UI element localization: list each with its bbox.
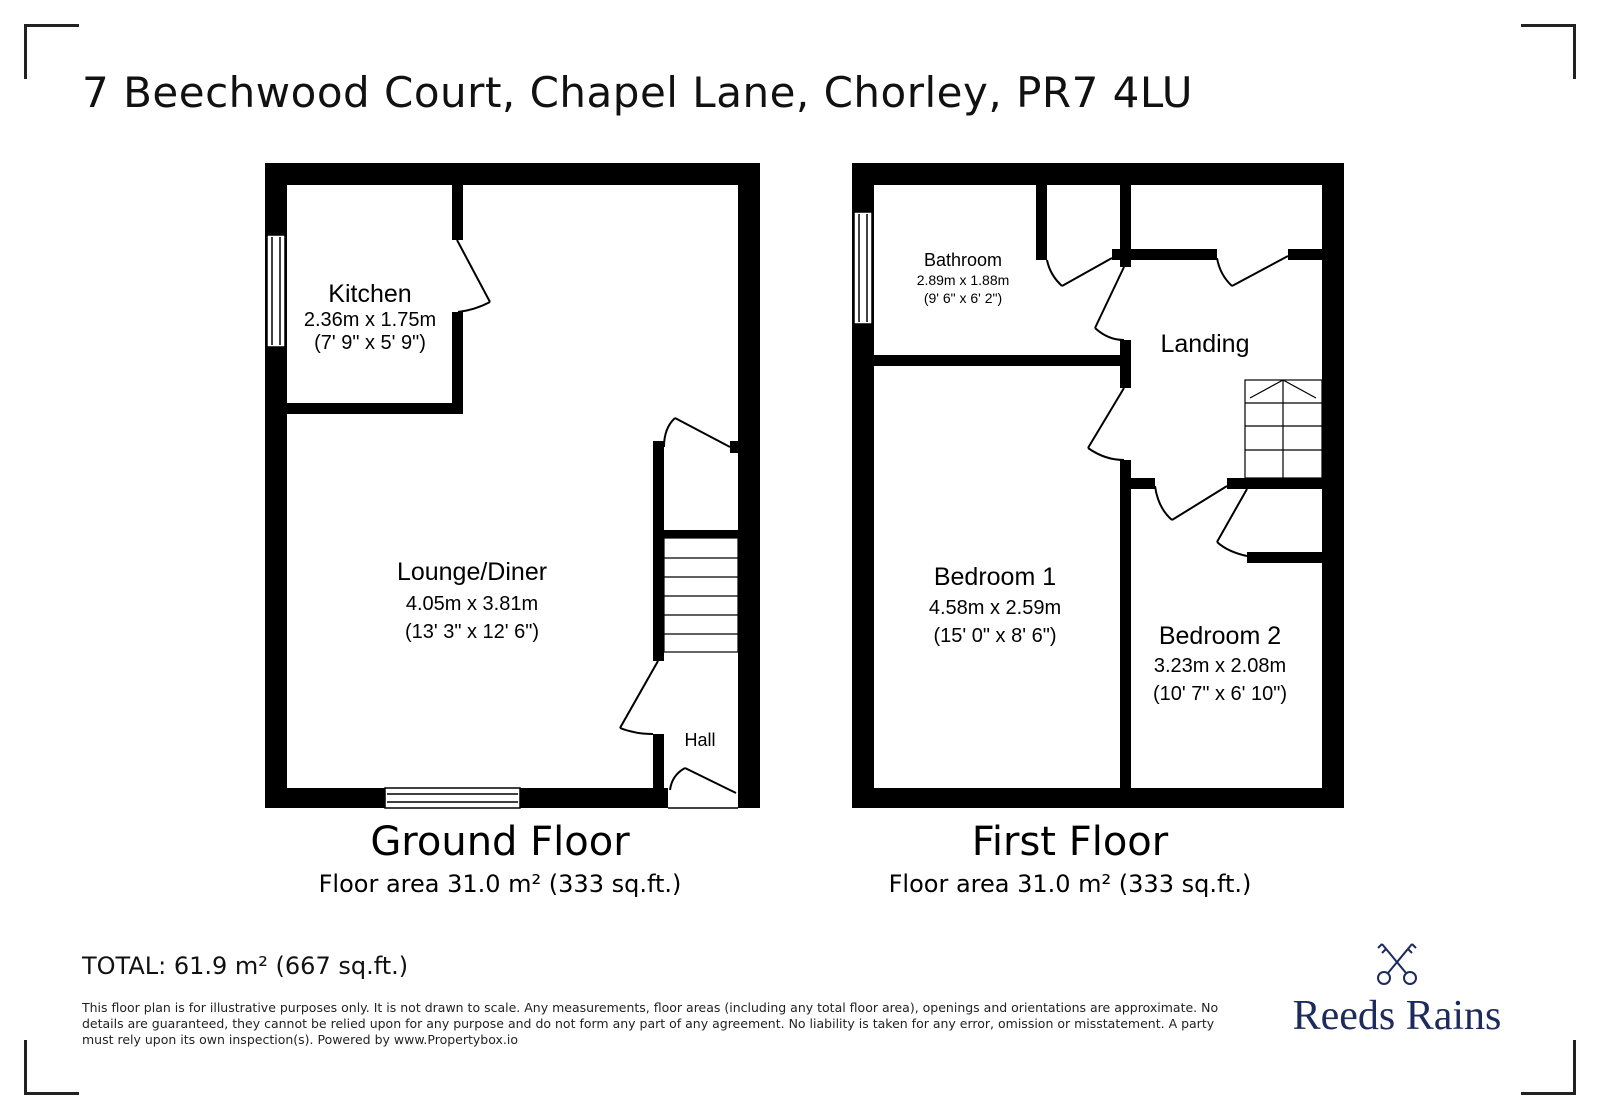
wall — [1227, 478, 1322, 489]
first-floor-fixtures — [853, 211, 873, 325]
door-swing — [1216, 541, 1248, 557]
crossed-keys-icon — [1377, 943, 1417, 985]
wall — [653, 734, 664, 788]
door-swing — [1094, 327, 1125, 341]
wall — [265, 163, 760, 185]
corner-mark-bottom-left — [24, 1040, 79, 1095]
corner-mark-bottom-right — [1521, 1040, 1576, 1095]
wall — [1288, 249, 1322, 260]
room-imperial-lounge: (13' 3" x 12' 6") — [405, 621, 539, 643]
first-floor-stairs — [1244, 379, 1323, 479]
room-name-kitchen: Kitchen — [328, 280, 411, 308]
ground-floor-stairs — [663, 537, 739, 653]
door-leaf — [619, 660, 659, 729]
ground-floor-fixtures — [266, 234, 738, 809]
wall — [1322, 163, 1344, 808]
door-opening — [668, 788, 738, 808]
stair — [663, 537, 739, 653]
total-area: TOTAL: 61.9 m² (667 sq.ft.) — [82, 952, 409, 980]
door-swing — [457, 301, 491, 313]
wall — [1036, 185, 1047, 260]
ground-floor-doors — [456, 239, 737, 794]
door-swing — [1216, 257, 1233, 287]
wall — [1120, 185, 1131, 267]
door-leaf — [684, 767, 737, 794]
room-metric-kitchen: 2.36m x 1.75m — [304, 309, 436, 331]
floor-name-first: First Floor — [972, 819, 1169, 865]
first-floor-doors — [1046, 255, 1289, 557]
door-leaf — [1061, 257, 1113, 287]
wall — [1247, 552, 1322, 563]
door-swing — [619, 727, 654, 735]
room-name-bathroom: Bathroom — [924, 250, 1002, 270]
room-name-bedroom-2: Bedroom 2 — [1159, 622, 1281, 650]
property-address: 7 Beechwood Court, Chapel Lane, Chorley,… — [82, 68, 1193, 117]
wall — [1120, 340, 1131, 388]
room-name-bedroom-1: Bedroom 1 — [934, 563, 1056, 591]
wall — [1112, 249, 1217, 260]
room-name-landing: Landing — [1161, 330, 1250, 358]
corner-mark-top-left — [24, 24, 79, 79]
room-name-lounge: Lounge/Diner — [397, 558, 547, 586]
floor-area-first: Floor area 31.0 m² (333 sq.ft.) — [889, 870, 1252, 898]
ground-floor-plan — [265, 163, 760, 808]
wall — [664, 530, 738, 538]
room-imperial-bathroom: (9' 6" x 6' 2") — [924, 290, 1002, 306]
stair-arrow — [1249, 379, 1284, 399]
wall — [730, 441, 738, 453]
window — [266, 234, 286, 348]
window — [853, 211, 873, 325]
corner-mark-top-right — [1521, 24, 1576, 79]
stair-arrow — [1282, 379, 1317, 399]
brand-name: Reeds Rains — [1292, 993, 1502, 1039]
floor-name-ground: Ground Floor — [370, 819, 630, 865]
wall — [852, 163, 1344, 185]
wall — [738, 163, 760, 808]
wall — [452, 312, 463, 414]
door-leaf — [1087, 387, 1125, 449]
door-leaf — [1231, 255, 1289, 287]
door-leaf — [1171, 485, 1228, 521]
door-leaf — [674, 417, 731, 448]
wall — [1120, 460, 1131, 788]
room-metric-bathroom: 2.89m x 1.88m — [917, 272, 1010, 288]
door-swing — [669, 767, 686, 791]
door-swing — [1046, 259, 1063, 287]
door-swing — [1087, 447, 1125, 461]
wall — [452, 185, 463, 240]
door-leaf — [1094, 266, 1125, 329]
door-swing — [663, 417, 676, 448]
brand-logo: Reeds Rains — [1272, 940, 1522, 1040]
wall — [1131, 478, 1155, 489]
door-swing — [1154, 485, 1173, 521]
door-leaf — [1216, 488, 1248, 543]
disclaimer-text: This floor plan is for illustrative purp… — [82, 1000, 1219, 1047]
floor-area-ground: Floor area 31.0 m² (333 sq.ft.) — [319, 870, 682, 898]
room-imperial-bedroom-1: (15' 0" x 8' 6") — [934, 625, 1057, 647]
room-metric-lounge: 4.05m x 3.81m — [406, 593, 538, 615]
room-metric-bedroom-2: 3.23m x 2.08m — [1154, 655, 1286, 677]
room-name-hall: Hall — [684, 730, 715, 750]
wall — [874, 355, 1124, 366]
room-metric-bedroom-1: 4.58m x 2.59m — [929, 597, 1061, 619]
window — [384, 787, 521, 809]
room-imperial-bedroom-2: (10' 7" x 6' 10") — [1153, 683, 1287, 705]
wall — [852, 788, 1344, 808]
wall — [653, 441, 664, 661]
wall — [287, 403, 463, 414]
door-leaf — [456, 239, 491, 303]
room-imperial-kitchen: (7' 9" x 5' 9") — [314, 332, 426, 354]
